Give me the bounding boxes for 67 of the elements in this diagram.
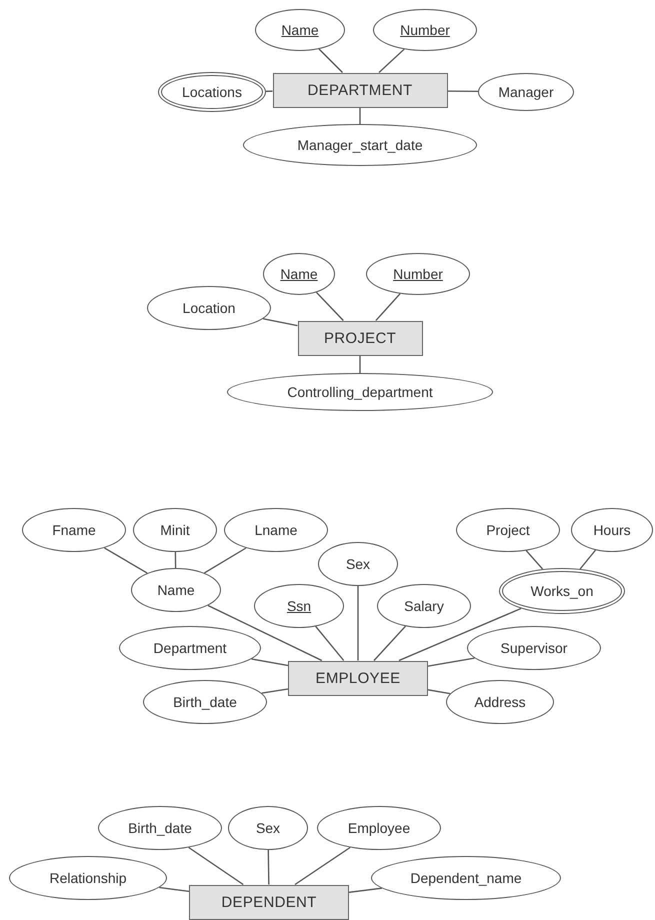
- attribute-ellipse: [467, 626, 601, 670]
- connector-line: [357, 586, 359, 660]
- entity-box: [298, 320, 422, 356]
- attribute-name: Name: [157, 582, 195, 598]
- attribute-name: Department: [153, 640, 227, 656]
- connector-line: [359, 356, 361, 373]
- entity-box: [288, 660, 428, 696]
- connector-line: [428, 657, 475, 667]
- connector-line: [348, 888, 382, 893]
- attribute-name: Dependent_name: [410, 870, 522, 886]
- connector-line: [375, 293, 401, 321]
- connector-line: [262, 688, 288, 694]
- connector-line: [318, 48, 343, 73]
- key-attribute-name: Name: [281, 22, 319, 38]
- attribute-name: Minit: [160, 522, 190, 538]
- connector-line: [174, 552, 176, 568]
- connector-line: [316, 292, 344, 321]
- attribute-name: Sex: [256, 820, 280, 836]
- attribute-name: Hours: [593, 522, 631, 538]
- attribute-name: Address: [474, 694, 526, 710]
- connector-line: [580, 550, 596, 570]
- attribute-name: Relationship: [49, 870, 127, 886]
- attribute-name: Lname: [254, 522, 298, 538]
- attribute-name: Fname: [52, 522, 96, 538]
- attribute-name: Project: [486, 522, 530, 538]
- attribute-name: Manager_start_date: [297, 137, 423, 153]
- attribute-name: Works_on: [530, 583, 594, 599]
- entity-name: PROJECT: [324, 330, 396, 346]
- connector-line: [262, 318, 298, 326]
- connector-line: [398, 608, 522, 662]
- entity-name: EMPLOYEE: [316, 670, 400, 686]
- connector-line: [359, 108, 361, 124]
- connector-line: [159, 886, 190, 892]
- key-attribute-name: Number: [393, 266, 443, 282]
- entity-box: [272, 72, 448, 108]
- key-attribute-name: Number: [400, 22, 450, 38]
- connector-line: [188, 846, 244, 886]
- connector-line: [266, 90, 272, 92]
- entity-name: DEPENDENT: [221, 894, 317, 910]
- attribute-name: Locations: [182, 84, 242, 100]
- connector-line: [268, 850, 270, 884]
- connector-line: [428, 689, 450, 694]
- entity-box: [189, 884, 349, 920]
- connector-line: [251, 658, 288, 666]
- attribute-name: Supervisor: [500, 640, 568, 656]
- attribute-ellipse: [318, 542, 398, 586]
- connector-line: [315, 626, 344, 661]
- connector-line: [104, 547, 148, 574]
- attribute-name: Controlling_department: [287, 384, 433, 400]
- attribute-ellipse: [119, 626, 261, 670]
- attribute-name: Birth_date: [173, 694, 237, 710]
- connector-line: [294, 846, 350, 886]
- connector-line: [208, 604, 322, 662]
- connector-line: [448, 90, 478, 92]
- attribute-name: Birth_date: [128, 820, 192, 836]
- connector-line: [374, 626, 406, 661]
- key-attribute-name: Ssn: [286, 598, 312, 614]
- attribute-name: Sex: [346, 556, 370, 572]
- attribute-name: Location: [182, 300, 236, 316]
- key-attribute-name: Name: [280, 266, 318, 282]
- attribute-name: Employee: [348, 820, 410, 836]
- connector-line: [526, 550, 544, 570]
- entity-name: DEPARTMENT: [308, 82, 412, 98]
- attribute-name: Manager: [498, 84, 554, 100]
- connector-line: [378, 48, 405, 73]
- connector-line: [204, 547, 246, 574]
- attribute-name: Salary: [404, 598, 444, 614]
